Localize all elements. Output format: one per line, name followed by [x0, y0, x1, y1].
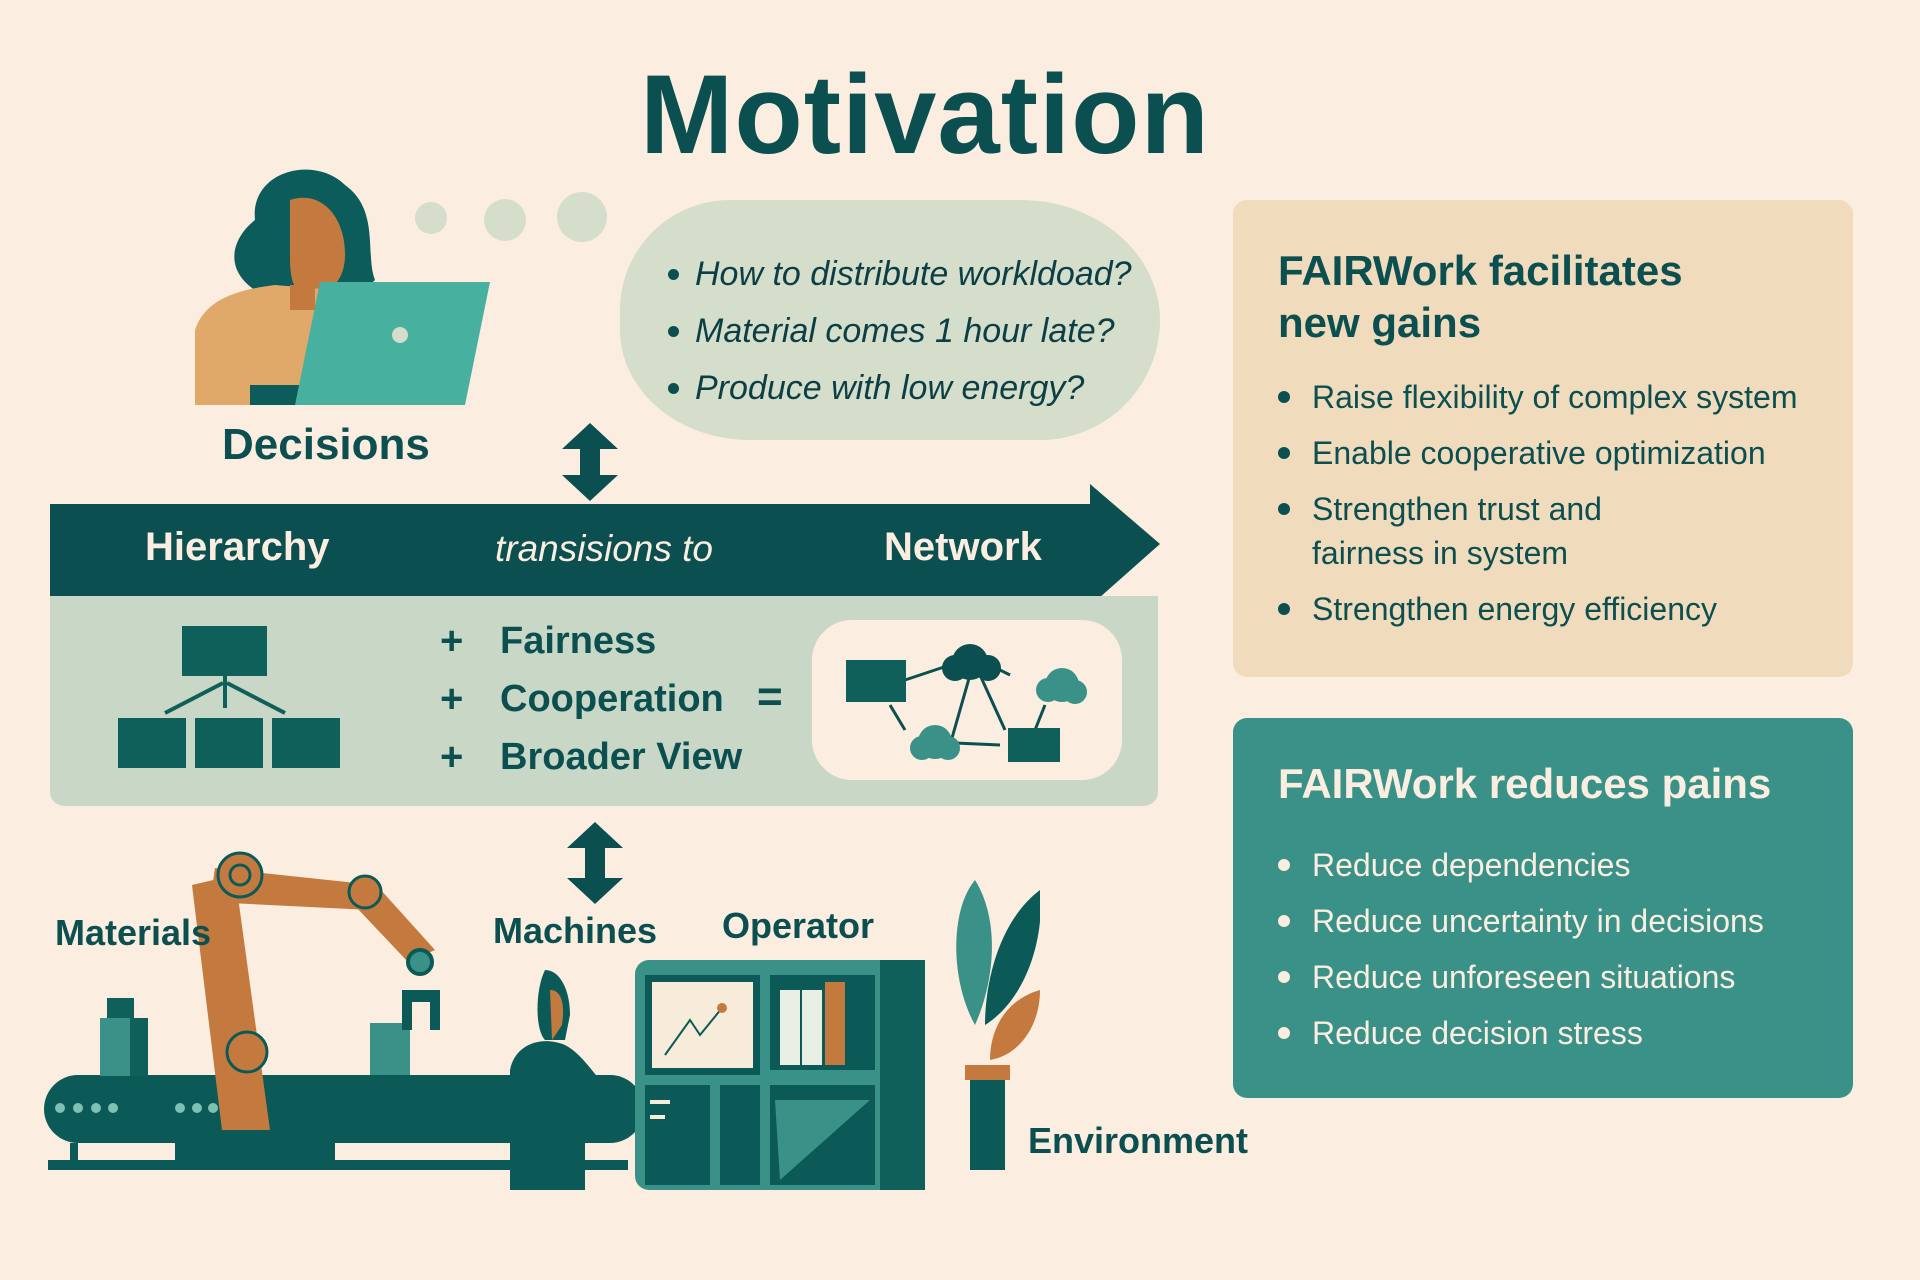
additions-list: +Fairness +Cooperation +Broader View — [440, 612, 742, 786]
bullet-icon — [668, 326, 679, 337]
bullet-icon — [1278, 971, 1290, 983]
bullet-icon — [1278, 1027, 1290, 1039]
network-label: Network — [884, 525, 1042, 569]
operator-label: Operator — [722, 905, 875, 946]
hierarchy-org-chart-icon — [118, 626, 340, 768]
addition-item: +Cooperation — [440, 676, 724, 721]
bullet-icon — [1278, 503, 1290, 515]
bullet-icon — [1278, 859, 1290, 871]
addition-item: +Broader View — [440, 734, 743, 779]
plus-icon: + — [440, 734, 464, 779]
transition-arrow-banner — [50, 484, 1160, 606]
thought-dot-small — [415, 202, 447, 234]
plus-icon: + — [440, 618, 464, 663]
page-title: Motivation — [640, 52, 1210, 177]
pains-card: FAIRWork reduces pains Reduce dependenci… — [1233, 718, 1853, 1098]
pains-card-title: FAIRWork reduces pains — [1278, 760, 1772, 807]
thought-dot-large — [557, 192, 607, 242]
double-arrow-icon — [567, 822, 623, 904]
thought-dot-medium — [484, 199, 526, 241]
decisions-label: Decisions — [222, 420, 430, 469]
machines-label: Machines — [493, 910, 658, 951]
gain-item: Raise flexibility of complex system — [1278, 375, 1828, 419]
hierarchy-label: Hierarchy — [145, 525, 330, 569]
gains-card-title: FAIRWork facilitates new gains — [1278, 247, 1683, 346]
gain-item: Strengthen trust and fairness in system — [1278, 487, 1718, 575]
plus-icon: + — [440, 676, 464, 721]
materials-label: Materials — [55, 912, 212, 953]
double-arrow-icon — [562, 423, 618, 501]
pain-item: Reduce unforeseen situations — [1278, 955, 1838, 999]
question-item: Material comes 1 hour late? — [668, 303, 1160, 360]
question-item: How to distribute workldoad? — [668, 246, 1160, 303]
transition-connector-label: transisions to — [495, 528, 713, 569]
network-graph-icon — [846, 644, 1087, 762]
pain-item: Reduce decision stress — [1278, 1011, 1838, 1055]
addition-item: +Fairness — [440, 618, 657, 663]
pain-item: Reduce uncertainty in decisions — [1278, 899, 1838, 943]
gain-item: Strengthen energy efficiency — [1278, 587, 1828, 631]
bullet-icon — [1278, 915, 1290, 927]
thought-bubble: How to distribute workldoad? Material co… — [620, 200, 1160, 440]
pain-item: Reduce dependencies — [1278, 843, 1838, 887]
bullet-icon — [1278, 447, 1290, 459]
person-with-laptop-illustration — [195, 169, 490, 405]
equals-icon: = — [757, 672, 783, 721]
conveyor-belt — [44, 1075, 644, 1143]
environment-label: Environment — [1028, 1120, 1249, 1161]
bullet-icon — [668, 269, 679, 280]
gains-card: FAIRWork facilitates new gains Raise fle… — [1233, 200, 1853, 677]
bullet-icon — [1278, 391, 1290, 403]
bullet-icon — [1278, 603, 1290, 615]
bullet-icon — [668, 383, 679, 394]
shopfloor-illustration — [44, 851, 1040, 1190]
question-item: Produce with low energy? — [668, 360, 1160, 417]
gain-item: Enable cooperative optimization — [1278, 431, 1828, 475]
